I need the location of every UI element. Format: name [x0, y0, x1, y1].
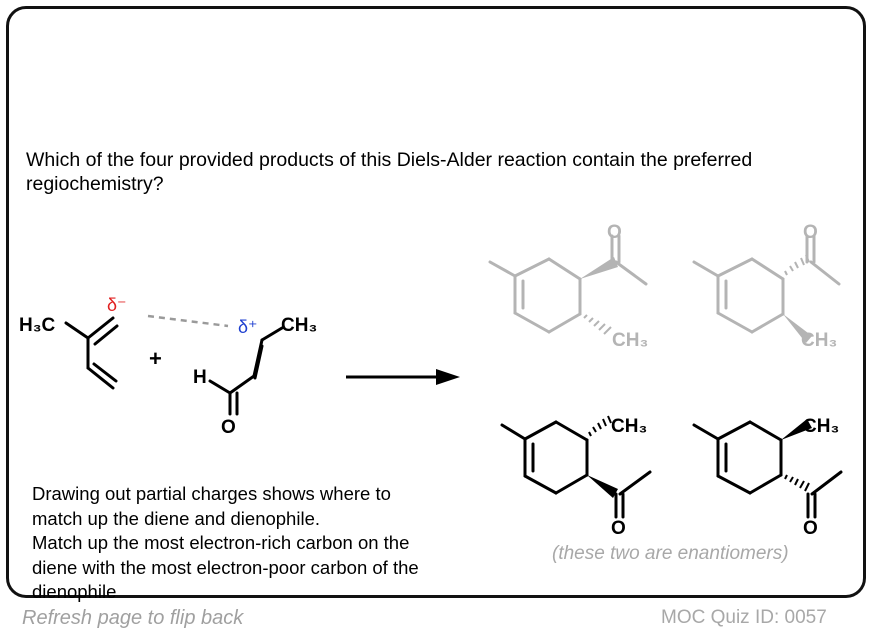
interaction-dash	[147, 314, 229, 328]
explanation-line: Match up the most electron-rich carbon o…	[32, 532, 410, 553]
product-4-methyl: CH₃	[803, 416, 839, 437]
explanation-line: match up the diene and dienophile.	[32, 507, 320, 529]
reaction-arrow	[346, 369, 460, 385]
product-3: CH₃ O	[500, 415, 652, 539]
product-4: CH₃ O	[692, 416, 843, 539]
aldehyde-oxygen-label: O	[221, 417, 236, 438]
product-2: O CH₃	[692, 222, 841, 351]
product-3-oxygen: O	[611, 518, 626, 539]
explanation-text: Drawing out partial charges shows where …	[32, 482, 512, 605]
product-3-methyl: CH₃	[611, 416, 647, 437]
explanation-line: diene with the most electron-poor carbon…	[32, 556, 419, 578]
explanation-line: Drawing out partial charges shows where …	[32, 483, 391, 504]
product-4-oxygen: O	[803, 518, 818, 539]
diene-methyl-label: H₃C	[19, 315, 56, 336]
product-2-methyl: CH₃	[801, 330, 837, 351]
question-text: Which of the four provided products of t…	[26, 149, 753, 195]
diene-structure	[64, 316, 119, 390]
product-1: O CH₃	[488, 222, 648, 351]
product-1-oxygen: O	[607, 222, 622, 243]
quiz-card	[6, 6, 866, 598]
product-2-oxygen: O	[803, 222, 818, 243]
dienophile-methyl-label: CH₃	[281, 315, 317, 336]
dienophile-structure	[208, 326, 284, 416]
aldehyde-h-label: H	[193, 367, 207, 388]
delta-minus-label: δ⁻	[107, 295, 127, 315]
delta-plus-label: δ⁺	[238, 317, 258, 337]
explanation-line: dienophile	[32, 581, 117, 602]
enantiomer-caption: (these two are enantiomers)	[552, 543, 789, 564]
refresh-hint[interactable]: Refresh page to flip back	[22, 607, 244, 629]
quiz-id: MOC Quiz ID: 0057	[661, 607, 827, 628]
product-1-methyl: CH₃	[612, 330, 648, 351]
plus-sign: +	[149, 346, 162, 371]
